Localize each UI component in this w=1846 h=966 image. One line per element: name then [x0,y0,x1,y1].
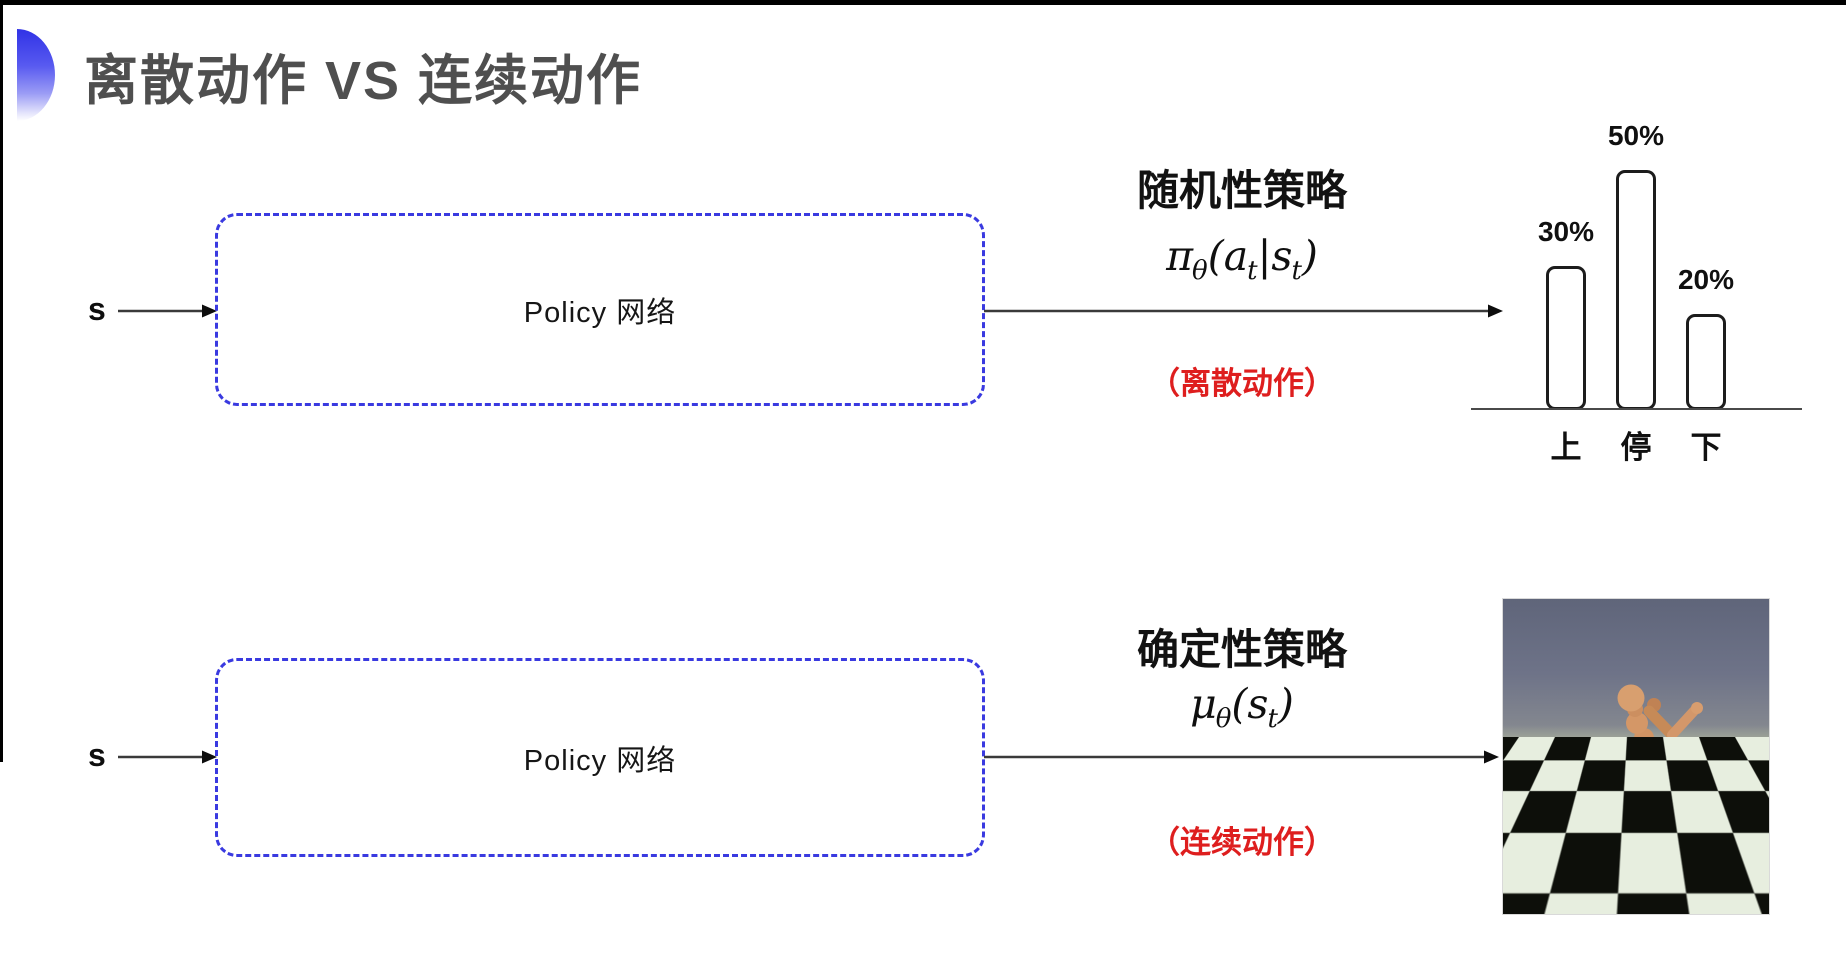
policy-to-output-arrow-row2 [984,750,1499,764]
state-to-policy-arrow-row1 [118,304,217,318]
formula-bar: | [1257,232,1272,280]
chart-baseline [1471,408,1802,410]
policy-formula-row1: πθ(at|st) [1032,232,1452,286]
formula-subscript: θ [1215,703,1232,734]
formula-arg: s [1271,232,1293,280]
humanoid-figure [1517,684,1703,907]
slide-left-border [0,0,3,762]
formula-subscript: t [1247,255,1258,286]
bar [1546,266,1586,410]
formula-subscript: t [1291,255,1302,286]
policy-formula-row2: μθ(st) [1032,680,1452,734]
bar-value-label: 20% [1677,264,1735,295]
bar [1616,170,1656,410]
bar-value-label: 30% [1537,216,1595,247]
policy-to-output-arrow-row1 [984,304,1503,318]
bar-category-label: 下 [1690,430,1722,465]
title-bullet-decoration [17,29,55,121]
formula-subscript: θ [1192,255,1208,286]
humanoid-robot-image [1502,598,1770,915]
policy-type-heading-row1: 随机性策略 [1136,167,1347,214]
formula-symbol: π [1166,232,1194,280]
action-probability-chart: 30% 上 50% 停 20% 下 [1534,100,1738,465]
policy-network-label: Policy 网络 [523,296,677,329]
action-type-note-row2: （连续动作） [1149,825,1335,860]
bar-group: 30% 上 [1534,100,1598,465]
formula-paren: ) [1277,680,1294,728]
policy-network-box-row1: Policy 网络 [215,213,985,406]
slide-top-border [0,0,1846,5]
policy-network-box-row2: Policy 网络 [215,658,985,857]
action-type-note-row1: （离散动作） [1149,366,1335,401]
policy-network-label: Policy 网络 [523,744,677,777]
state-input-label-row1: s [88,291,106,327]
formula-arg: a [1223,232,1249,280]
formula-symbol: μ [1190,680,1217,728]
formula-paren: ( [1207,232,1224,280]
bar-value-label: 50% [1607,120,1665,151]
bar-group: 50% 停 [1604,100,1668,465]
page-title: 离散动作 VS 连续动作 [84,51,643,111]
policy-type-heading-row2: 确定性策略 [1136,626,1347,673]
formula-paren: ) [1301,232,1318,280]
state-to-policy-arrow-row2 [118,750,217,764]
bar-category-label: 停 [1620,430,1652,465]
bar-category-label: 上 [1550,430,1582,465]
formula-paren: ( [1231,680,1248,728]
state-input-label-row2: s [88,737,106,773]
formula-subscript: t [1267,703,1278,734]
bar-group: 20% 下 [1674,100,1738,465]
formula-arg: s [1247,680,1269,728]
bar [1686,314,1726,410]
